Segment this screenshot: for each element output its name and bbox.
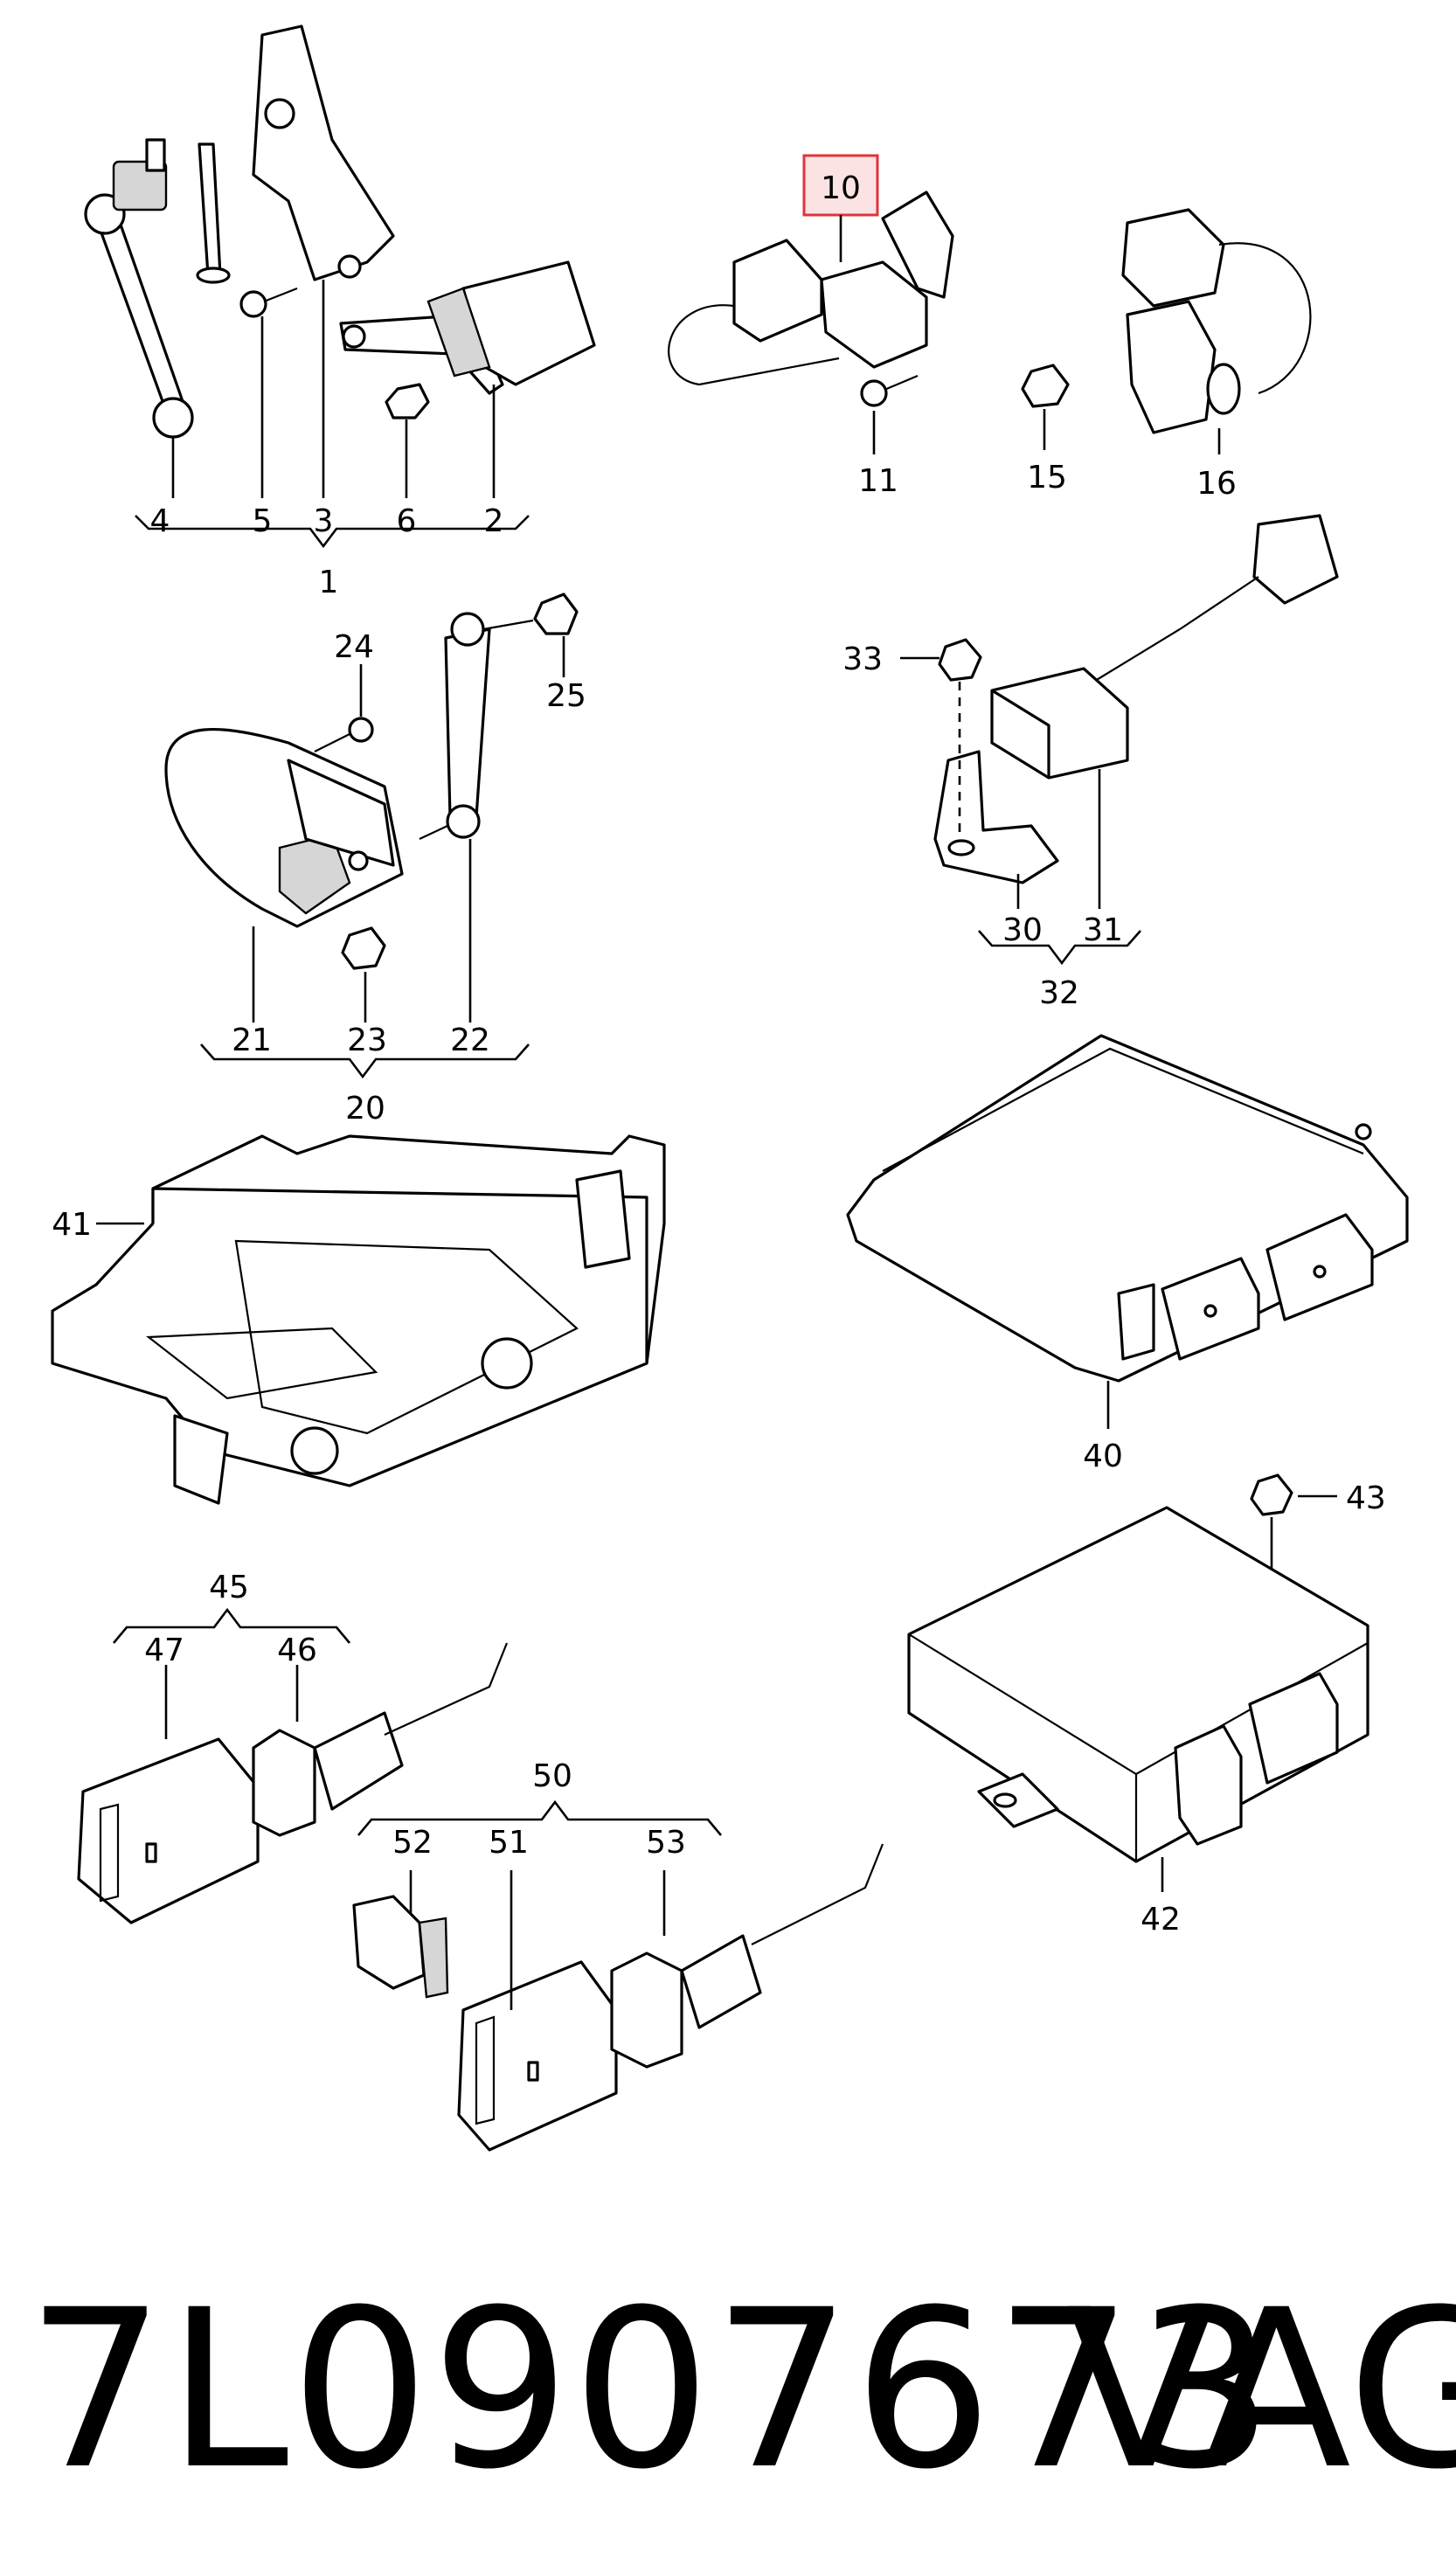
assembly-45: 47 46 45 <box>77 1570 509 1924</box>
callout-5: 5 <box>253 503 273 539</box>
assembly-32: 33 30 31 32 <box>842 514 1339 1011</box>
callout-20: 20 <box>345 1091 385 1127</box>
callout-11: 11 <box>858 463 898 499</box>
part-41-tray: 41 <box>51 1134 666 1505</box>
callout-42: 42 <box>1141 1902 1181 1938</box>
callout-10: 10 <box>821 170 861 206</box>
callout-50: 50 <box>532 1758 572 1794</box>
callout-24: 24 <box>334 629 374 665</box>
callout-46: 46 <box>277 1633 317 1668</box>
callout-23: 23 <box>347 1023 387 1058</box>
callout-40: 40 <box>1083 1439 1123 1474</box>
callout-1: 1 <box>319 565 339 600</box>
callout-16: 16 <box>1196 466 1237 502</box>
highlight-box-10 <box>802 154 879 217</box>
callout-53: 53 <box>646 1825 686 1861</box>
callout-45: 45 <box>209 1570 249 1605</box>
callout-43: 43 <box>1346 1480 1386 1516</box>
callout-2: 2 <box>484 503 504 539</box>
callout-6: 6 <box>397 503 417 539</box>
brand-label: VAG <box>1066 2263 1456 2517</box>
assembly-50: 52 51 53 50 <box>352 1758 884 2152</box>
callout-21: 21 <box>232 1023 272 1058</box>
assembly-20: 24 25 21 23 22 20 <box>164 593 586 1127</box>
callout-33: 33 <box>842 641 883 677</box>
part-42-module: 43 42 <box>907 1473 1386 1938</box>
callout-3: 3 <box>314 503 334 539</box>
callout-51: 51 <box>489 1825 529 1861</box>
callout-31: 31 <box>1083 912 1123 948</box>
callout-30: 30 <box>1002 912 1043 948</box>
callout-41: 41 <box>52 1207 92 1243</box>
callout-22: 22 <box>450 1023 490 1058</box>
callout-52: 52 <box>392 1825 433 1861</box>
callout-25: 25 <box>546 678 586 714</box>
callout-32: 32 <box>1039 975 1079 1011</box>
callout-4: 4 <box>150 503 170 539</box>
callout-15: 15 <box>1027 460 1067 496</box>
sensor-group-10-16: 10 11 15 16 <box>668 154 1312 502</box>
part-number: 7L0907673 <box>26 2263 1276 2517</box>
part-40-control-unit: 40 <box>846 1034 1409 1474</box>
assembly-1: 4 5 3 6 2 1 <box>84 24 596 600</box>
callout-47: 47 <box>144 1633 184 1668</box>
